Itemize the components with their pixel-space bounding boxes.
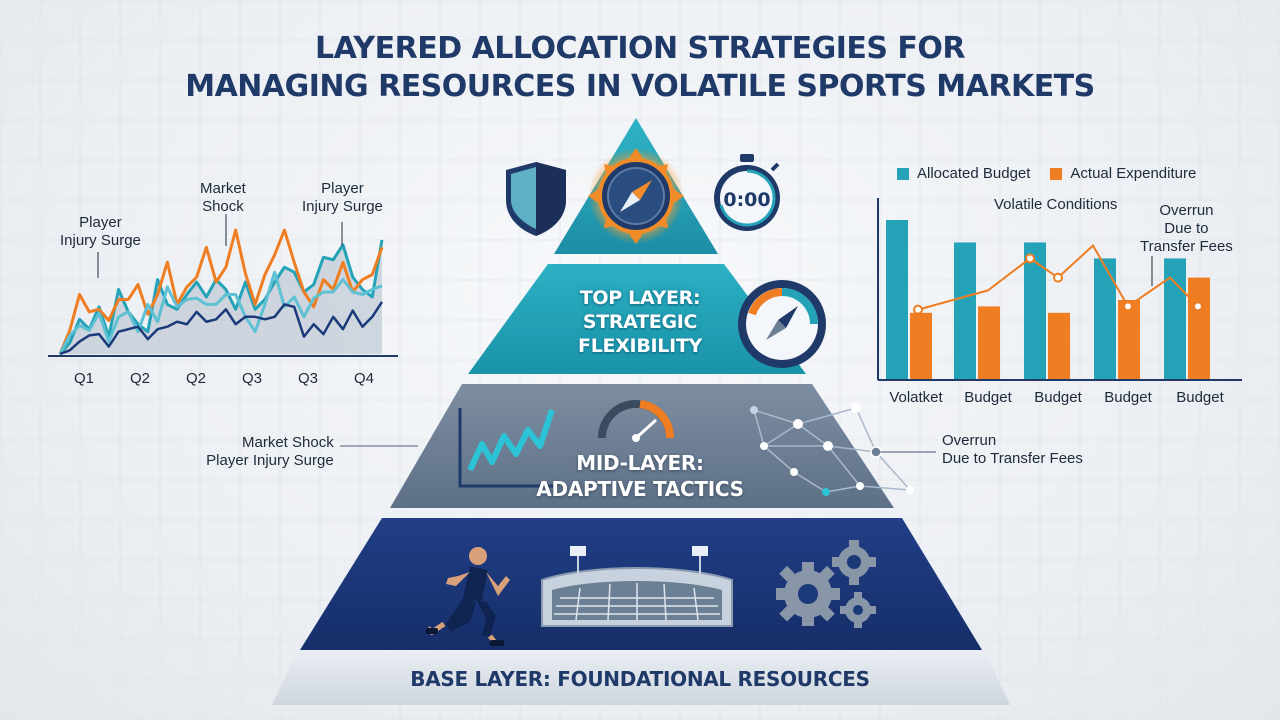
bar-allocated-5 (1164, 258, 1186, 380)
line-annotation-2-line-1: Market (200, 180, 246, 197)
bar-x-label: Budget (1176, 389, 1224, 406)
line-annotation-3: Player Injury Surge (302, 180, 383, 216)
mid-layer-title-line-2: Adaptive Tactics (536, 477, 744, 501)
mid-right-label-line-2: Due to Transfer Fees (942, 450, 1083, 467)
gears-icon (776, 540, 876, 628)
line-annotation-1-line-2: Injury Surge (60, 232, 141, 249)
mid-layer-title: Mid-Layer: Adaptive Tactics (520, 450, 760, 502)
mid-right-label: Overrun Due to Transfer Fees (942, 432, 1083, 468)
bar-allocated-4 (1094, 258, 1116, 380)
line-annotation-1: Player Injury Surge (60, 214, 141, 250)
bar-x-label: Budget (964, 389, 1012, 406)
trend-point-2 (1025, 253, 1035, 264)
mid-left-label: Market Shock Player Injury Surge (206, 434, 334, 470)
bar-allocated-2 (954, 242, 976, 380)
line-annotation-2-line-2: Shock (202, 198, 244, 215)
bar-annotation-overrun-line-1: Overrun (1159, 202, 1214, 219)
legend-item-actual: Actual Expenditure (1050, 165, 1196, 182)
legend-label-actual: Actual Expenditure (1070, 165, 1197, 182)
bar-annotation-overrun-line-3: Transfer Fees (1140, 238, 1233, 255)
top-layer-title-line-3: Flexibility (578, 335, 702, 357)
title-line-2: Managing Resources in Volatile Sports Ma… (185, 69, 1095, 104)
bar-actual-3 (1048, 312, 1070, 380)
base-layer-title: Base Layer: Foundational Resources (340, 666, 940, 692)
trend-point-3 (1053, 272, 1063, 283)
compass-icon (588, 148, 684, 244)
line-x-label: Q2 (129, 370, 151, 387)
page-title: Layered Allocation Strategies for Managi… (0, 30, 1280, 106)
trend-point-5 (1193, 301, 1203, 312)
bar-annotation-overrun-line-2: Due to (1164, 220, 1209, 237)
right-bar-chart (877, 198, 1242, 381)
title-line-1: Layered Allocation Strategies for (314, 31, 966, 66)
line-series-2 (58, 228, 384, 355)
line-annotation-2: Market Shock (200, 180, 246, 216)
line-x-label: Q2 (185, 370, 207, 387)
speedometer-icon (598, 400, 675, 442)
stadium-icon (541, 546, 733, 627)
line-annotation-3-line-2: Injury Surge (302, 198, 383, 215)
bar-allocated-1 (886, 220, 908, 380)
bar-x-label: Budget (1104, 389, 1152, 406)
line-series-3 (58, 270, 383, 355)
line-series-4 (59, 301, 384, 356)
bar-annotation-volatile: Volatile Conditions (994, 196, 1118, 213)
network-icon (753, 407, 911, 493)
left-line-chart (48, 214, 398, 357)
bar-actual-5 (1188, 277, 1210, 380)
line-x-label: Q3 (241, 370, 263, 387)
bar-x-label: Budget (1034, 389, 1082, 406)
top-layer-title-line-2: Strategic (582, 311, 698, 333)
bar-x-label: Volatket (889, 389, 943, 406)
gauge-icon (738, 280, 826, 368)
shield-icon (506, 162, 566, 236)
line-chart-icon (458, 408, 556, 488)
stopwatch-time: 0:00 (723, 189, 770, 211)
bar-actual-1 (910, 312, 932, 380)
bar-actual-4 (1118, 300, 1140, 380)
mid-left-label-line-1: Market Shock (242, 434, 334, 451)
base-layer-title-text: Base Layer: Foundational Resources (410, 667, 870, 691)
bar-chart-trend-line (917, 244, 1199, 311)
bar-allocated-3 (1024, 242, 1046, 380)
legend-swatch-teal (897, 167, 909, 180)
top-layer-title-line-1: Top Layer: (579, 287, 701, 309)
line-annotation-3-line-1: Player (321, 180, 364, 197)
trend-point-1 (913, 304, 923, 315)
bar-chart-legend: Allocated Budget Actual Expenditure (897, 165, 1216, 182)
line-x-label: Q4 (353, 370, 375, 387)
bar-actual-2 (978, 306, 1000, 380)
line-x-label: Q3 (297, 370, 319, 387)
mid-right-label-line-1: Overrun (942, 432, 997, 449)
line-annotation-1-line-1: Player (79, 214, 122, 231)
legend-swatch-orange (1050, 167, 1063, 180)
runner-icon (426, 547, 510, 646)
mid-left-label-line-2: Player Injury Surge (206, 452, 334, 469)
legend-label-allocated: Allocated Budget (917, 165, 1031, 182)
top-layer-title: Top Layer: Strategic Flexibility (540, 286, 740, 358)
network-nodes (750, 403, 914, 496)
bar-annotation-overrun: Overrun Due to Transfer Fees (1140, 202, 1233, 256)
stopwatch-icon: 0:00 (714, 154, 780, 231)
legend-item-allocated: Allocated Budget (897, 165, 1030, 182)
line-x-label: Q1 (73, 370, 95, 387)
mid-layer-title-line-1: Mid-Layer: (576, 451, 704, 475)
pyramid-top-layer (468, 264, 806, 374)
base-label-band (272, 654, 1010, 705)
trend-point-4 (1123, 301, 1133, 312)
